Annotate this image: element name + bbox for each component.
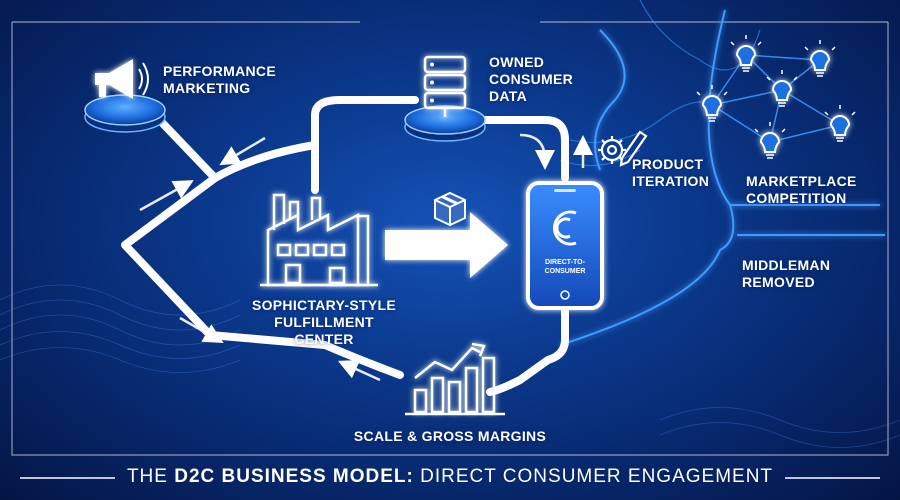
- lightbulb-icon: [824, 105, 856, 142]
- lightbulb-icon: [766, 70, 798, 107]
- server-database-icon: [404, 55, 486, 142]
- title-suffix: DIRECT CONSUMER ENGAGEMENT: [413, 466, 774, 487]
- megaphone-icon: [84, 59, 166, 133]
- diagram-title: THE D2C BUSINESS MODEL: DIRECT CONSUMER …: [0, 466, 900, 488]
- d2c-logo-icon: [553, 210, 577, 246]
- smartphone-icon: [526, 181, 604, 310]
- phone-screen-text: DIRECT-TO-CONSUMER: [544, 259, 586, 275]
- factory-icon: [260, 193, 378, 287]
- lightbulb-icon: [696, 85, 728, 122]
- lightbulb-icon: [754, 122, 786, 159]
- title-bold: D2C BUSINESS MODEL:: [174, 466, 414, 487]
- central-arrow: [385, 212, 508, 278]
- lightbulb-icon: [730, 35, 762, 72]
- lightbulb-network: [696, 35, 856, 159]
- scale-gross-margins-label: SCALE & GROSS MARGINS: [353, 428, 547, 444]
- flow-arrows: [139, 133, 593, 382]
- title-prefix: THE: [126, 466, 175, 487]
- pencil-gear-icon: [598, 130, 648, 167]
- boundary-lines: [559, 9, 885, 346]
- map-lines: [559, 0, 761, 167]
- wave-mesh: [0, 284, 900, 448]
- frame-lines: [11, 21, 889, 456]
- lightbulb-icon: [804, 40, 836, 77]
- package-box-icon: [434, 191, 466, 227]
- bar-chart-trend-icon: [405, 342, 505, 416]
